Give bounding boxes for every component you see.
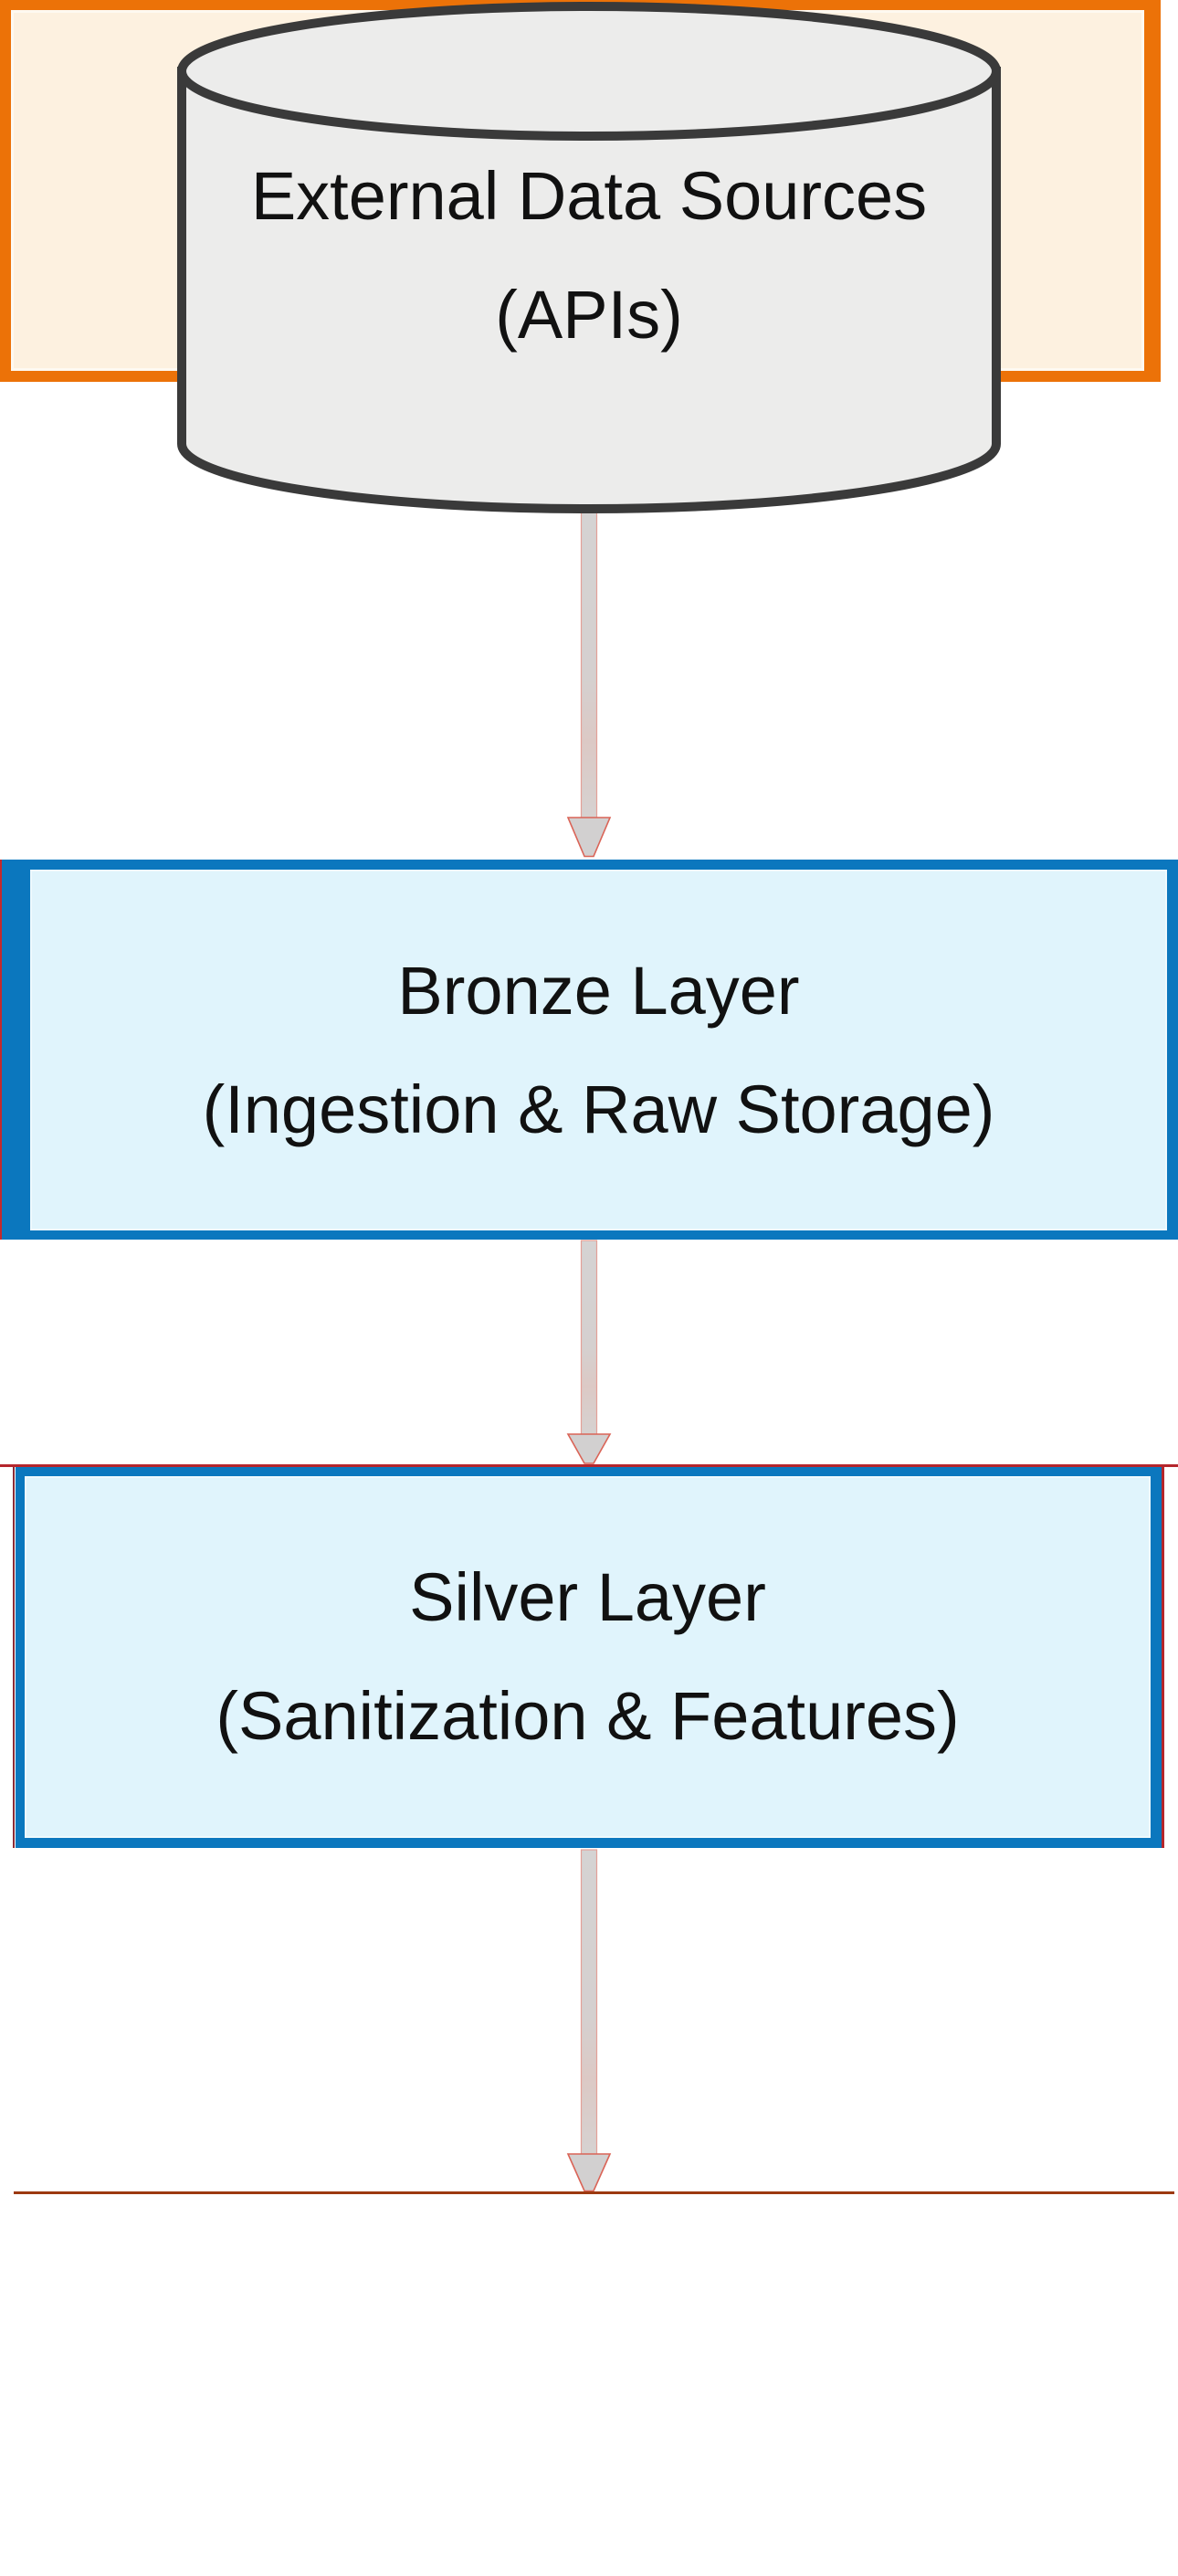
node-title: Bronze Layer	[397, 952, 800, 1029]
node-subtitle: (Sanitization & Features)	[216, 1678, 960, 1754]
node-external-data-sources	[177, 2, 1001, 513]
node-bronze-layer: Bronze Layer (Ingestion & Raw Storage)	[2, 860, 1178, 1240]
arrowhead-down-icon	[566, 2153, 612, 2192]
node-silver-layer: Silver Layer (Sanitization & Features)	[16, 1467, 1162, 1848]
edge-arrow-external-to-bronze	[566, 509, 612, 858]
node-title: Silver Layer	[409, 1559, 766, 1635]
edge-arrow-silver-to-usage	[566, 1849, 612, 2192]
node-subtitle: (Ingestion & Raw Storage)	[202, 1071, 995, 1147]
arrowhead-down-icon	[566, 1433, 612, 1464]
arrowhead-down-icon	[566, 817, 612, 858]
database-cylinder-shape	[177, 2, 1001, 513]
edge-arrow-bronze-to-silver	[566, 1240, 612, 1464]
